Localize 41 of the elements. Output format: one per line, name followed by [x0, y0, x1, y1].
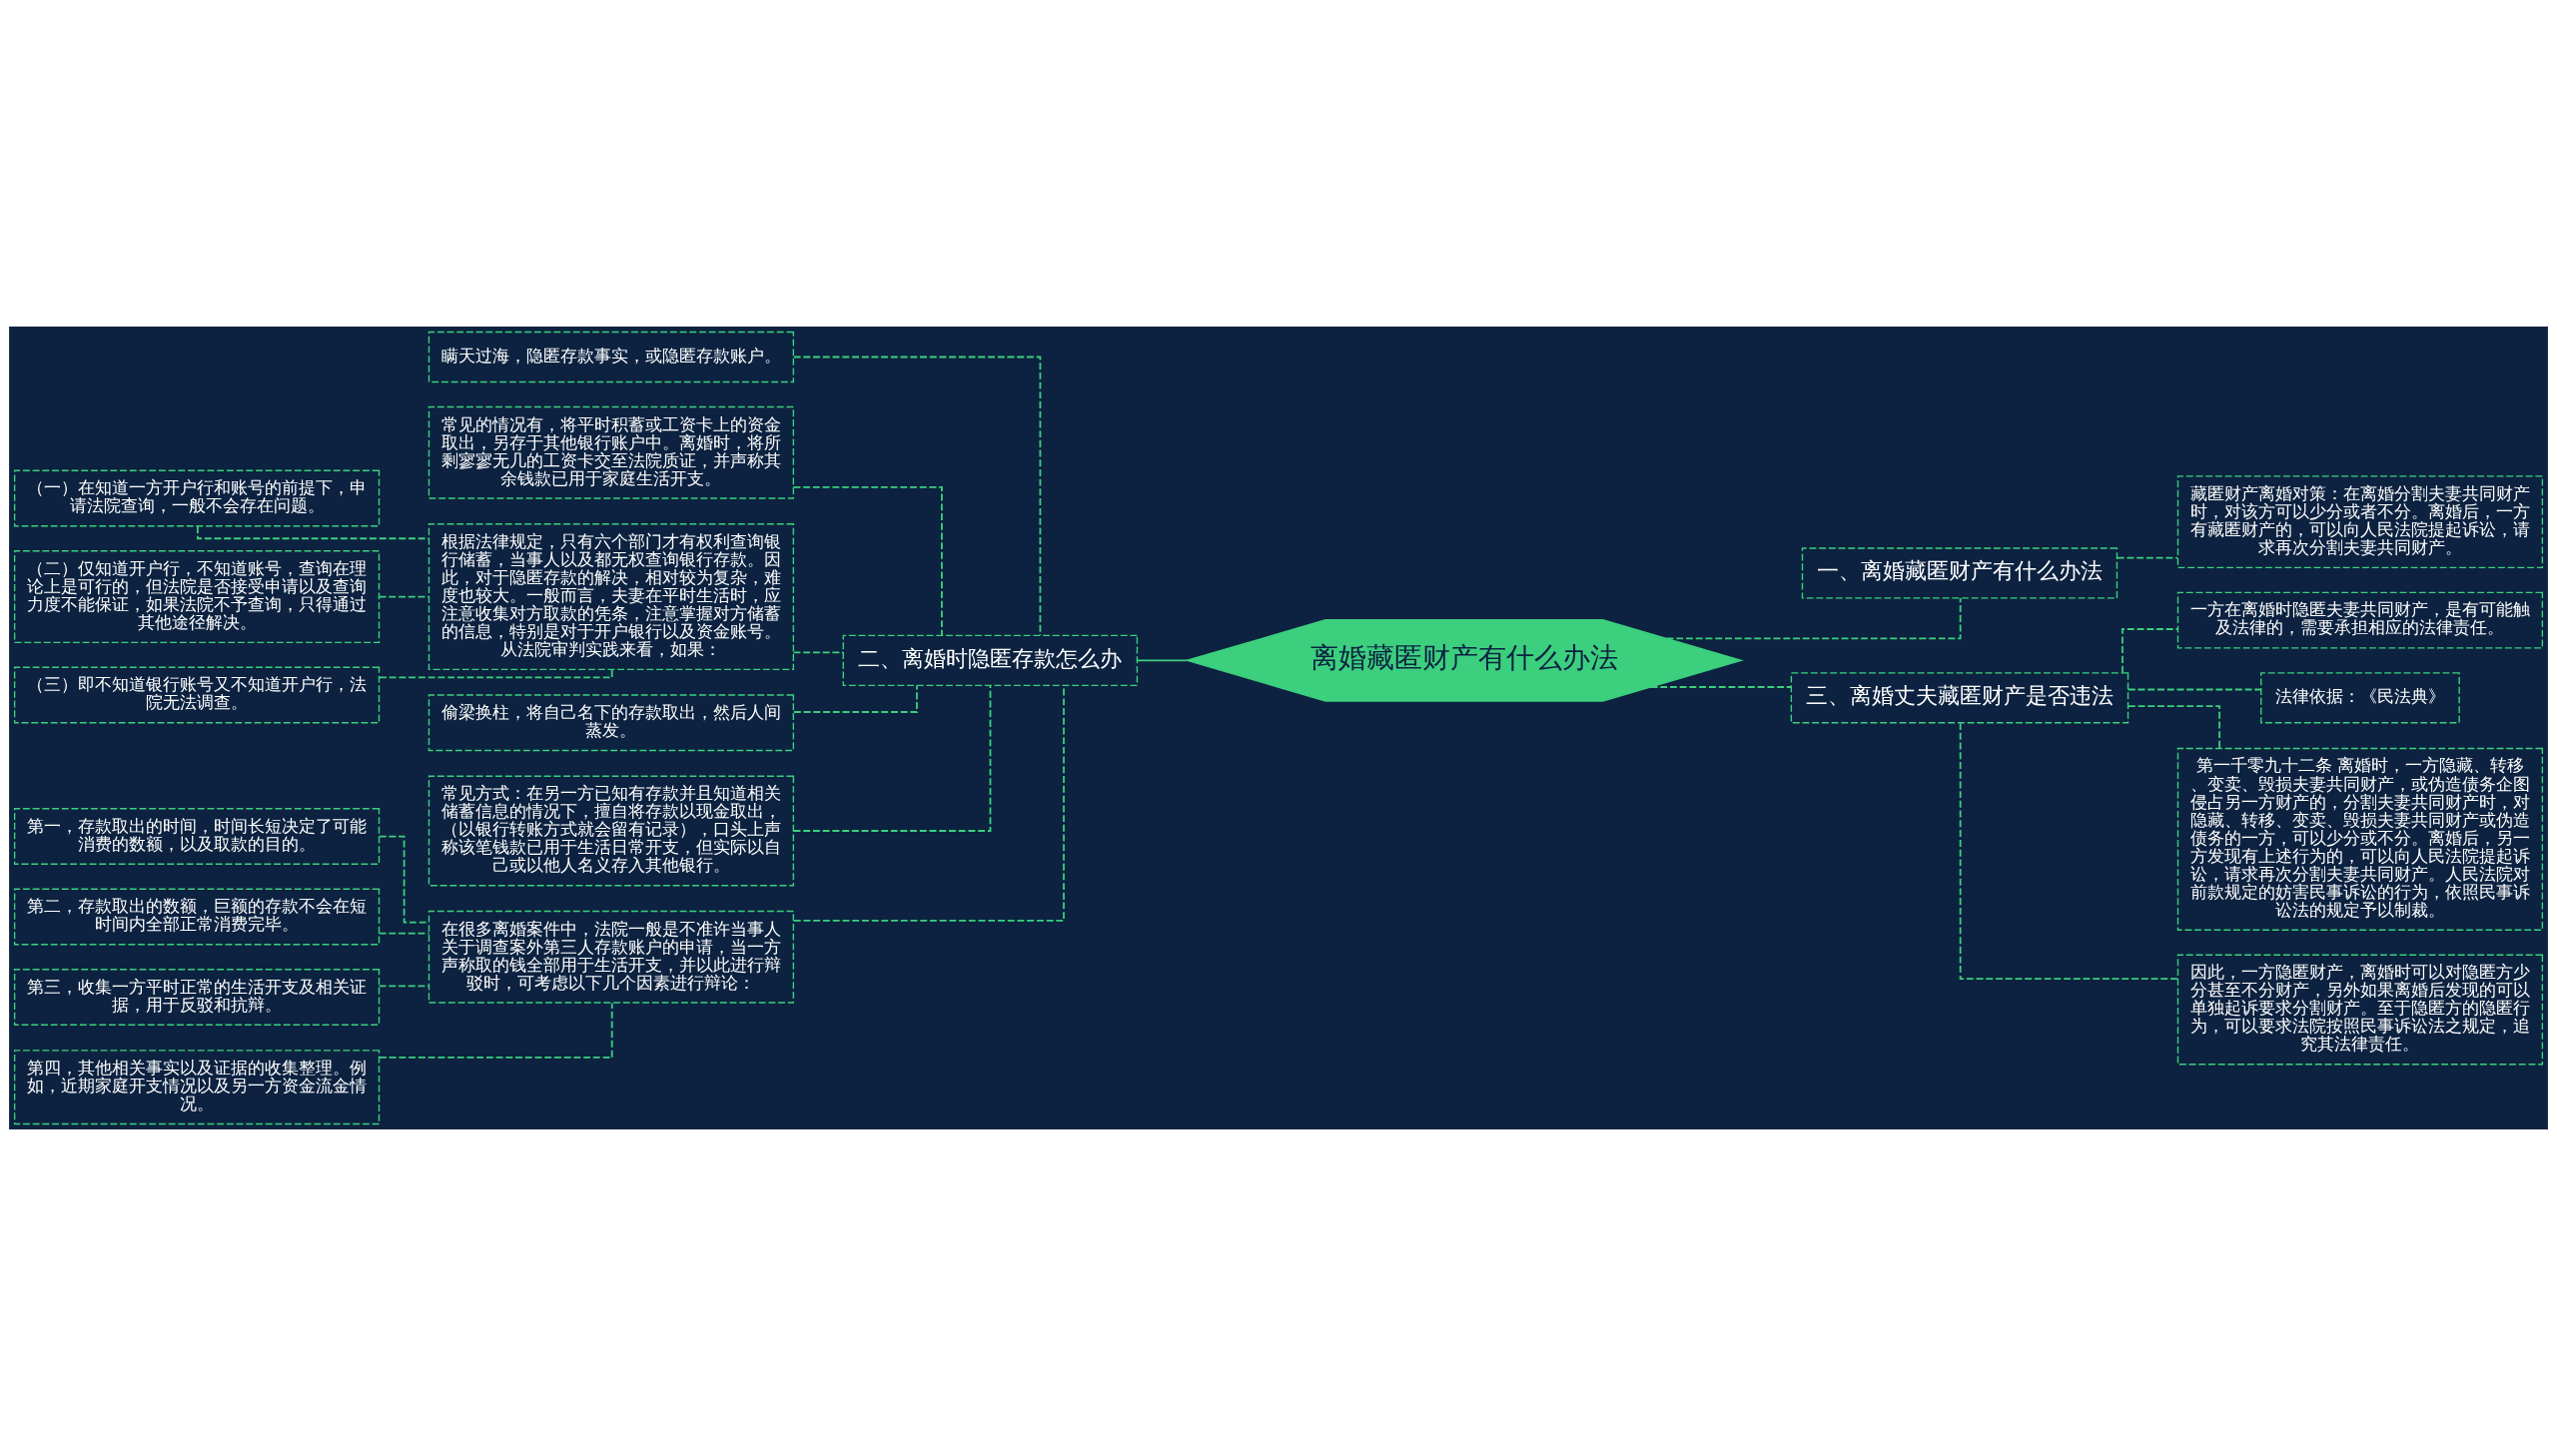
- node-box: 第一，存款取出的时间，时间长短决定了可能消费的数额，以及取款的目的。: [13, 808, 381, 865]
- node-box: （三）即不知道银行账号又不知道开户行，法院无法调查。: [13, 666, 381, 724]
- node-box: 第三，收集一方平时正常的生活开支及相关证据，用于反驳和抗辩。: [13, 969, 381, 1026]
- node-box: 因此，一方隐匿财产，离婚时可以对隐匿方少分甚至不分财产，另外如果离婚后发现的可以单独起诉要求分割财产。至于隐匿方的隐匿行为，可以要求法院按照民事诉讼法之规定，追究其法律责任。: [2176, 954, 2544, 1066]
- node-box: 一、离婚藏匿财产有什么办法: [1801, 547, 2119, 599]
- connector: [793, 684, 1065, 922]
- connector: [378, 985, 430, 988]
- connector: [1665, 597, 1962, 640]
- node-box: 常见方式：在另一方已知有存款并且知道相关储蓄信息的情况下，擅自将存款以现金取出，（以银行转账方式就会留有记录），口头上声称该笔钱款已用于生活日常开支，但实际以自己或以他人名义存入其他银行。: [427, 775, 795, 887]
- connector: [1649, 686, 1793, 688]
- node-box: 第二，存款取出的数额，巨额的存款不会在短时间内全部正常消费完毕。: [13, 888, 381, 946]
- node-box: 第一千零九十二条 离婚时，一方隐藏、转移、变卖、毁损夫妻共同财产，或伪造债务企图侵占另一方财产的，分割夫妻共同财产时，对隐藏、转移、变卖、毁损夫妻共同财产或伪造债务的一方，可以少分或不分。离婚后，另一方发现有上述行为的，可以向人民法院提起诉讼，请求再次分割夫妻共同财产。人民法院对前款规定的妨害民事诉讼的行为，依照民事诉讼法的规定予以制裁。: [2176, 747, 2544, 931]
- connector: [378, 932, 430, 935]
- node-box: 在很多离婚案件中，法院一般是不准许当事人关于调查案外第三人存款账户的申请，当一方声称取的钱全部用于生活开支，并以此进行辩驳时，可考虑以下几个因素进行辩论：: [427, 910, 795, 1004]
- node-box: 二、离婚时隐匿存款怎么办: [842, 634, 1139, 687]
- connector: [792, 486, 943, 637]
- connector: [1137, 659, 1189, 662]
- connector: [2116, 556, 2178, 559]
- connector: [792, 356, 1042, 636]
- node-box: 第四，其他相关事实以及证据的收集整理。例如，近期家庭开支情况以及另一方资金流金情况。: [13, 1050, 381, 1125]
- connector: [1959, 722, 2179, 980]
- node-box: 藏匿财产离婚对策：在离婚分割夫妻共同财产时，对该方可以少分或者不分。离婚后，一方有藏匿财产的，可以向人民法院提起诉讼，请求再次分割夫妻共同财产。: [2176, 475, 2544, 569]
- connector: [378, 595, 430, 598]
- node-box: 偷梁换柱，将自己名下的存款取出，然后人间蒸发。: [427, 694, 795, 752]
- node-box: （二）仅知道开户行，不知道账号，查询在理论上是可行的，但法院是否接受申请以及查询力度不能保证，如果法院不予查询，只得通过其他途径解决。: [13, 550, 381, 644]
- node-box: 一方在离婚时隐匿夫妻共同财产，是有可能触及法律的，需要承担相应的法律责任。: [2176, 591, 2544, 649]
- connector: [2122, 628, 2179, 674]
- connector: [792, 651, 845, 654]
- node-box: 瞒天过海，隐匿存款事实，或隐匿存款账户。: [427, 331, 795, 383]
- connector: [2127, 688, 2262, 691]
- connector: [379, 669, 613, 679]
- node-box: 法律依据：《民法典》: [2260, 672, 2460, 724]
- connector: [792, 684, 992, 832]
- connector: [197, 525, 429, 540]
- node-box: （一）在知道一方开户行和账号的前提下，申请法院查询，一般不会存在问题。: [13, 469, 381, 527]
- connector: [379, 1002, 613, 1059]
- connector: [792, 684, 918, 713]
- node-box: 根据法律规定，只有六个部门才有权利查询银行储蓄，当事人以及都无权查询银行存款。因此，对于隐匿存款的解决，相对较为复杂，难度也较大。一般而言，夫妻在平时生活时，应注意收集对方取款的凭条，注意掌握对方储蓄的信息，特别是对于开户银行以及资金账号。从法院审判实践来看，如果：: [427, 523, 795, 671]
- node-box: 三、离婚丈夫藏匿财产是否违法: [1790, 672, 2130, 724]
- node-box: 常见的情况有，将平时积蓄或工资卡上的资金取出，另存于其他银行账户中。离婚时，将所剩寥寥无几的工资卡交至法院质证，并声称其余钱款已用于家庭生活开支。: [427, 405, 795, 499]
- connector: [2127, 705, 2220, 750]
